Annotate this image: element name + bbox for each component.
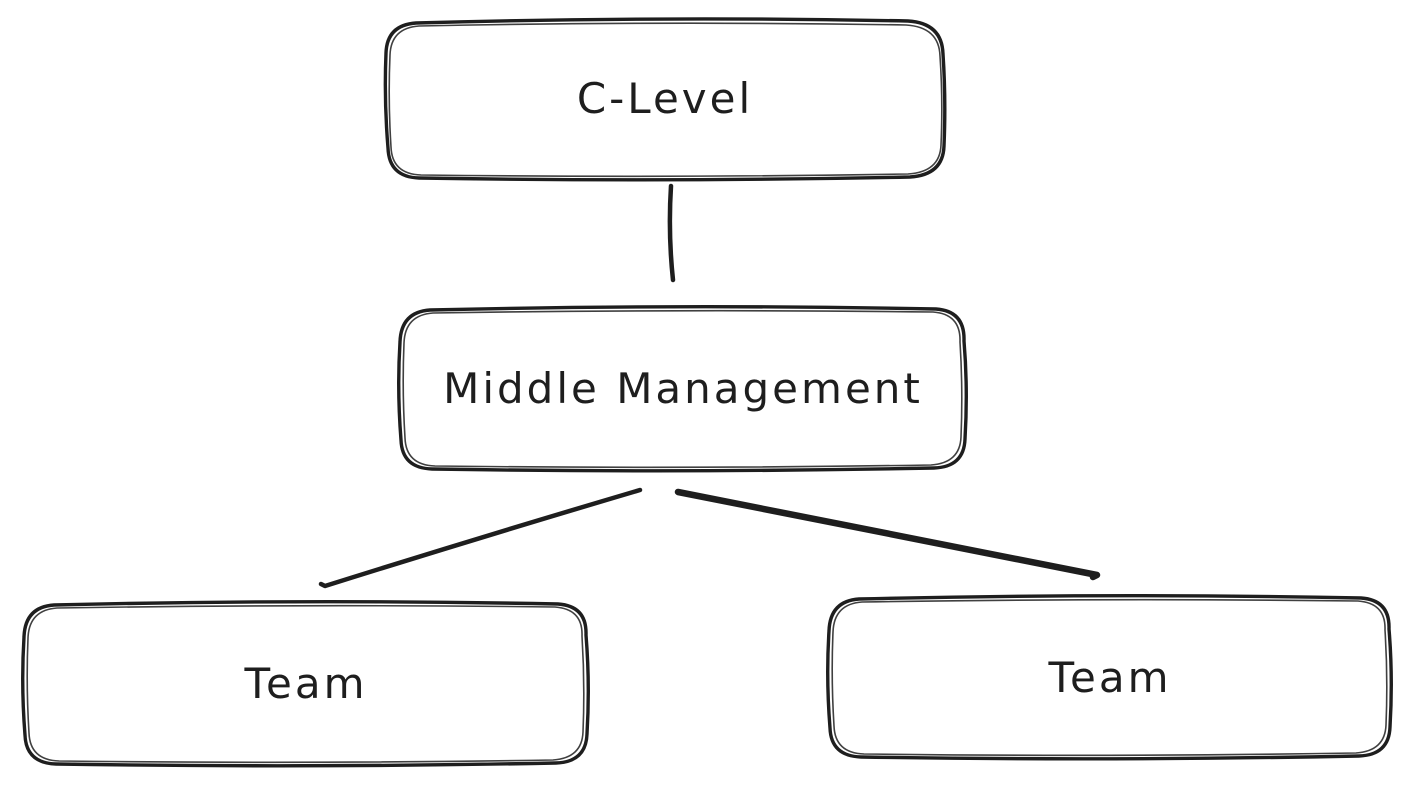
c-level-label: C-Level [577, 74, 753, 123]
team-right-box-outline [826, 594, 1393, 761]
team-left-label: Team [243, 659, 367, 708]
node-c-level[interactable]: C-Level [383, 17, 947, 182]
node-team-right[interactable]: Team [826, 594, 1393, 761]
c-level-box-outline [383, 17, 947, 182]
edge-middle-to-team-left-line [318, 487, 643, 589]
edge-middle-to-team-right-line [674, 488, 1101, 581]
middle-management-box-outline [397, 305, 968, 473]
edge-clevel-to-middle-line [667, 183, 676, 283]
edge-clevel-to-middle[interactable] [667, 183, 676, 283]
node-middle-management[interactable]: Middle Management [397, 305, 968, 473]
node-team-left[interactable]: Team [21, 600, 590, 768]
edge-middle-to-team-right[interactable] [674, 488, 1101, 581]
c-level-box-sketch-echo [388, 22, 943, 178]
team-left-box-sketch-echo [26, 604, 585, 764]
middle-management-label: Middle Management [443, 364, 923, 413]
team-left-box-outline [21, 600, 590, 768]
team-right-box-sketch-echo [831, 598, 1388, 757]
team-right-label: Team [1047, 653, 1171, 702]
middle-management-box-sketch-echo [402, 309, 963, 469]
edge-middle-to-team-left[interactable] [318, 487, 643, 589]
